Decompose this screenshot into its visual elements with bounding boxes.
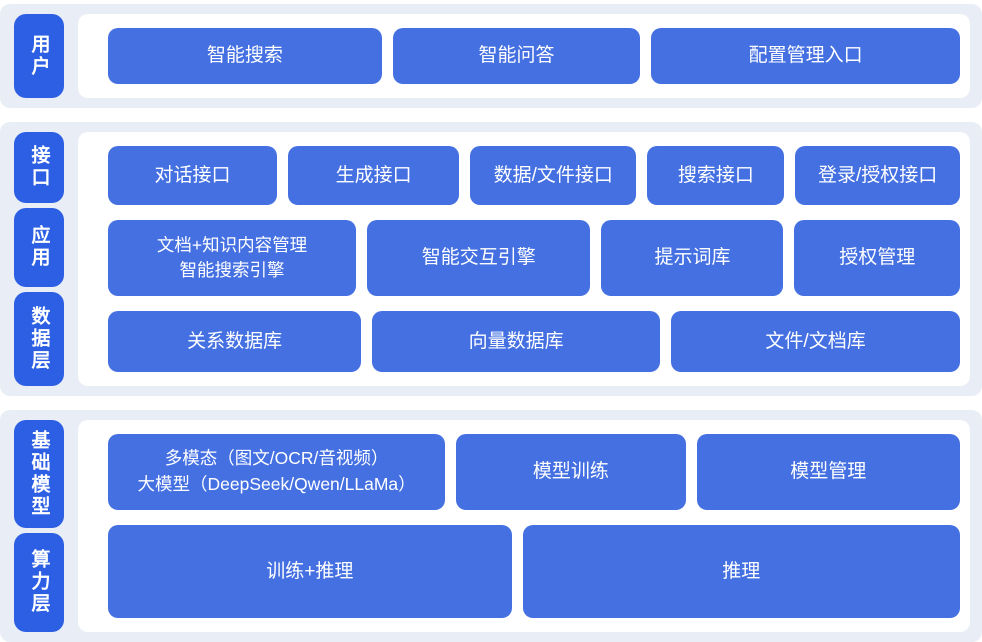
- side-label-compute-layer: 算力层: [14, 532, 64, 632]
- side-label-interface: 接口: [14, 132, 64, 203]
- side-label-column-bottom: 基础模型 算力层: [14, 420, 64, 632]
- box-data-file-api: 数据/文件接口: [470, 146, 637, 206]
- side-label-application: 应用: [14, 207, 64, 287]
- row-data-stores: 关系数据库 向量数据库 文件/文档库: [108, 310, 960, 372]
- row-interfaces: 对话接口 生成接口 数据/文件接口 搜索接口 登录/授权接口: [108, 146, 960, 206]
- side-label-column-user: 用户: [14, 14, 64, 98]
- box-doc-knowledge-search-engine: 文档+知识内容管理 智能搜索引擎: [108, 220, 357, 296]
- row-models: 多模态（图文/OCR/音视频） 大模型（DeepSeek/Qwen/LLaMa）…: [108, 434, 960, 510]
- box-model-training: 模型训练: [456, 434, 686, 510]
- box-search-api: 搜索接口: [647, 146, 785, 206]
- section-foundation-model-compute: 基础模型 算力层 多模态（图文/OCR/音视频） 大模型（DeepSeek/Qw…: [0, 410, 982, 642]
- panel-bottom: 多模态（图文/OCR/音视频） 大模型（DeepSeek/Qwen/LLaMa）…: [78, 420, 970, 632]
- box-multimodal-llm: 多模态（图文/OCR/音视频） 大模型（DeepSeek/Qwen/LLaMa）: [108, 434, 446, 510]
- row-applications: 文档+知识内容管理 智能搜索引擎 智能交互引擎 提示词库 授权管理: [108, 220, 960, 296]
- side-label-data-layer: 数据层: [14, 291, 64, 386]
- box-inference: 推理: [522, 524, 960, 618]
- box-dialog-api: 对话接口: [108, 146, 278, 206]
- box-authorization-management: 授权管理: [794, 220, 960, 296]
- row-compute: 训练+推理 推理: [108, 524, 960, 618]
- box-login-auth-api: 登录/授权接口: [795, 146, 960, 206]
- row-user-entries: 智能搜索 智能问答 配置管理入口: [108, 28, 960, 84]
- box-vector-db: 向量数据库: [372, 310, 661, 372]
- box-file-doc-library: 文件/文档库: [671, 310, 960, 372]
- side-label-user: 用户: [14, 14, 64, 98]
- box-intelligent-qa: 智能问答: [392, 28, 641, 84]
- box-training-inference: 训练+推理: [108, 524, 512, 618]
- side-label-column-middle: 接口 应用 数据层: [14, 132, 64, 386]
- box-intelligent-search: 智能搜索: [108, 28, 382, 84]
- box-generation-api: 生成接口: [288, 146, 460, 206]
- section-interface-application-data: 接口 应用 数据层 对话接口 生成接口 数据/文件接口 搜索接口 登录/授权接口…: [0, 122, 982, 396]
- panel-middle: 对话接口 生成接口 数据/文件接口 搜索接口 登录/授权接口 文档+知识内容管理…: [78, 132, 970, 386]
- box-config-management-entry: 配置管理入口: [651, 28, 960, 84]
- box-relational-db: 关系数据库: [108, 310, 362, 372]
- side-label-foundation-model: 基础模型: [14, 420, 64, 528]
- box-intelligent-interaction-engine: 智能交互引擎: [367, 220, 591, 296]
- box-model-management: 模型管理: [696, 434, 960, 510]
- section-user: 用户 智能搜索 智能问答 配置管理入口: [0, 4, 982, 108]
- panel-user: 智能搜索 智能问答 配置管理入口: [78, 14, 970, 98]
- box-prompt-library: 提示词库: [601, 220, 784, 296]
